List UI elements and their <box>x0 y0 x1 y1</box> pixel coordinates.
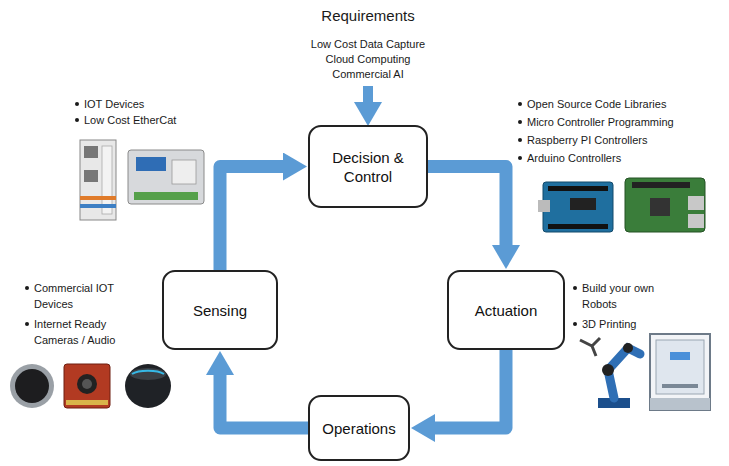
process-box: Decision & Control <box>308 125 428 208</box>
process-box: Actuation <box>447 270 565 350</box>
flow-arrow <box>428 167 506 246</box>
bullet-text: Open Source Code Libraries <box>527 96 722 112</box>
iot-controller <box>128 150 204 204</box>
bullet-dot <box>573 322 577 326</box>
bullet-text: Build your own Robots <box>582 280 678 312</box>
bullet-dot <box>75 118 79 122</box>
flow-arrow <box>220 167 283 271</box>
heading-label: Requirements <box>288 6 448 26</box>
bullet-text: Commercial IOT Devices <box>34 280 134 312</box>
requirements-arrow <box>363 86 373 102</box>
bullet-text: Low Cost Data Capture <box>268 36 468 52</box>
bullet-text: Raspberry PI Controllers <box>527 132 722 148</box>
bullet-dot <box>518 156 522 160</box>
box-label: Operations <box>322 419 395 438</box>
bullet-dot <box>518 102 522 106</box>
box-label: Decision & Control <box>318 148 418 186</box>
bullet-text: Cloud Computing <box>268 51 468 67</box>
bullet-text: Commercial AI <box>268 66 468 82</box>
bullet-text: Internet Ready Cameras / Audio <box>34 316 130 348</box>
bullet-dot <box>25 286 29 290</box>
bullet-dot <box>75 102 79 106</box>
3d-printer <box>650 334 710 410</box>
bullet-text: Low Cost EtherCat <box>84 112 224 128</box>
thermostat <box>10 364 54 408</box>
process-box: Operations <box>308 395 410 461</box>
bullet-text: 3D Printing <box>582 316 702 332</box>
box-label: Sensing <box>193 301 247 320</box>
bullet-text: Arduino Controllers <box>527 150 722 166</box>
arduino-board <box>538 182 613 232</box>
bullet-dot <box>518 138 522 142</box>
bullet-text: IOT Devices <box>84 96 224 112</box>
flow-arrow <box>220 375 308 428</box>
flow-arrow <box>435 350 506 428</box>
camera-board <box>64 364 110 408</box>
raspberry-pi-board <box>625 178 705 232</box>
ethercat-module <box>80 140 116 220</box>
bullet-dot <box>573 286 577 290</box>
box-label: Actuation <box>475 301 538 320</box>
bullet-dot <box>25 322 29 326</box>
bullet-dot <box>518 120 522 124</box>
smart-speaker <box>125 364 171 408</box>
process-box: Sensing <box>162 270 278 350</box>
robot-arm <box>580 338 640 408</box>
bullet-text: Micro Controller Programming <box>527 114 722 130</box>
